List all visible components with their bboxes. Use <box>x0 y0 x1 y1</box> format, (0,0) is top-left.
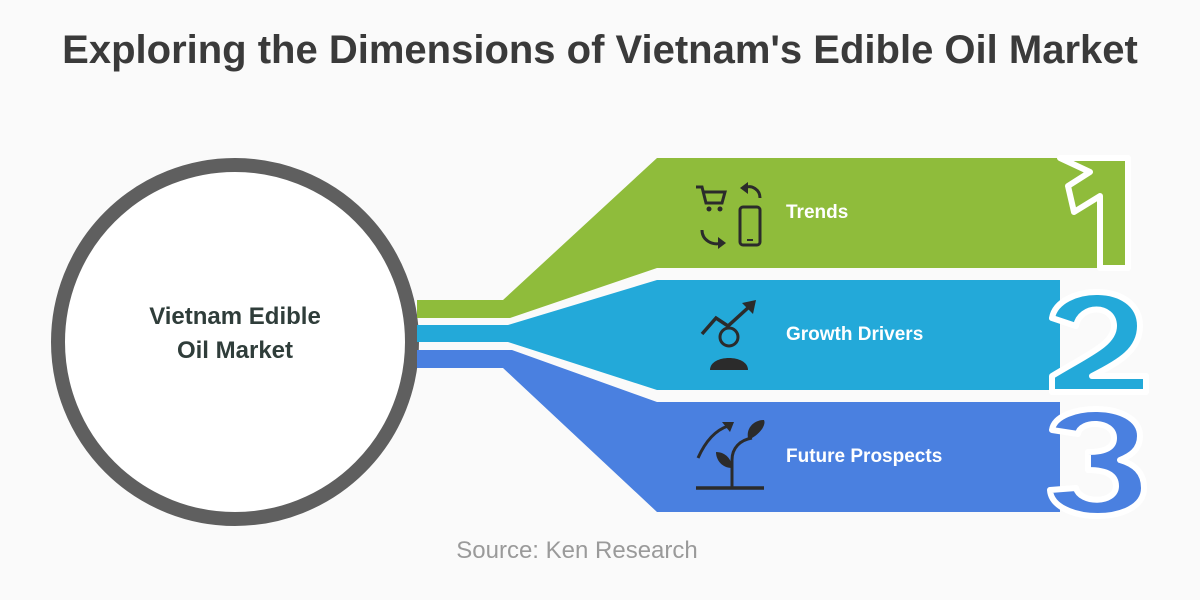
center-label-line1: Vietnam Edible <box>149 303 321 330</box>
band-trends <box>417 158 1128 318</box>
item-label-growth-drivers: Growth Drivers <box>786 324 924 345</box>
page-title: Exploring the Dimensions of Vietnam's Ed… <box>62 28 1138 72</box>
sprout-growth-icon <box>696 420 765 490</box>
number-2-glyph <box>1049 289 1149 395</box>
number-1-glyph <box>1057 155 1131 271</box>
growth-person-arrow-icon <box>700 300 756 370</box>
shopping-cart-phone-sync-icon <box>696 182 762 249</box>
band-future-prospects <box>417 350 1060 512</box>
item-label-future-prospects: Future Prospects <box>786 446 943 467</box>
center-label-line2: Oil Market <box>176 337 294 364</box>
item-label-trends: Trends <box>786 202 849 223</box>
source-caption: Source: Ken Research <box>456 537 698 564</box>
center-topic-label: Vietnam Edible Oil Market <box>110 300 360 368</box>
number-3-glyph <box>1047 406 1147 519</box>
center-circle <box>51 158 419 526</box>
